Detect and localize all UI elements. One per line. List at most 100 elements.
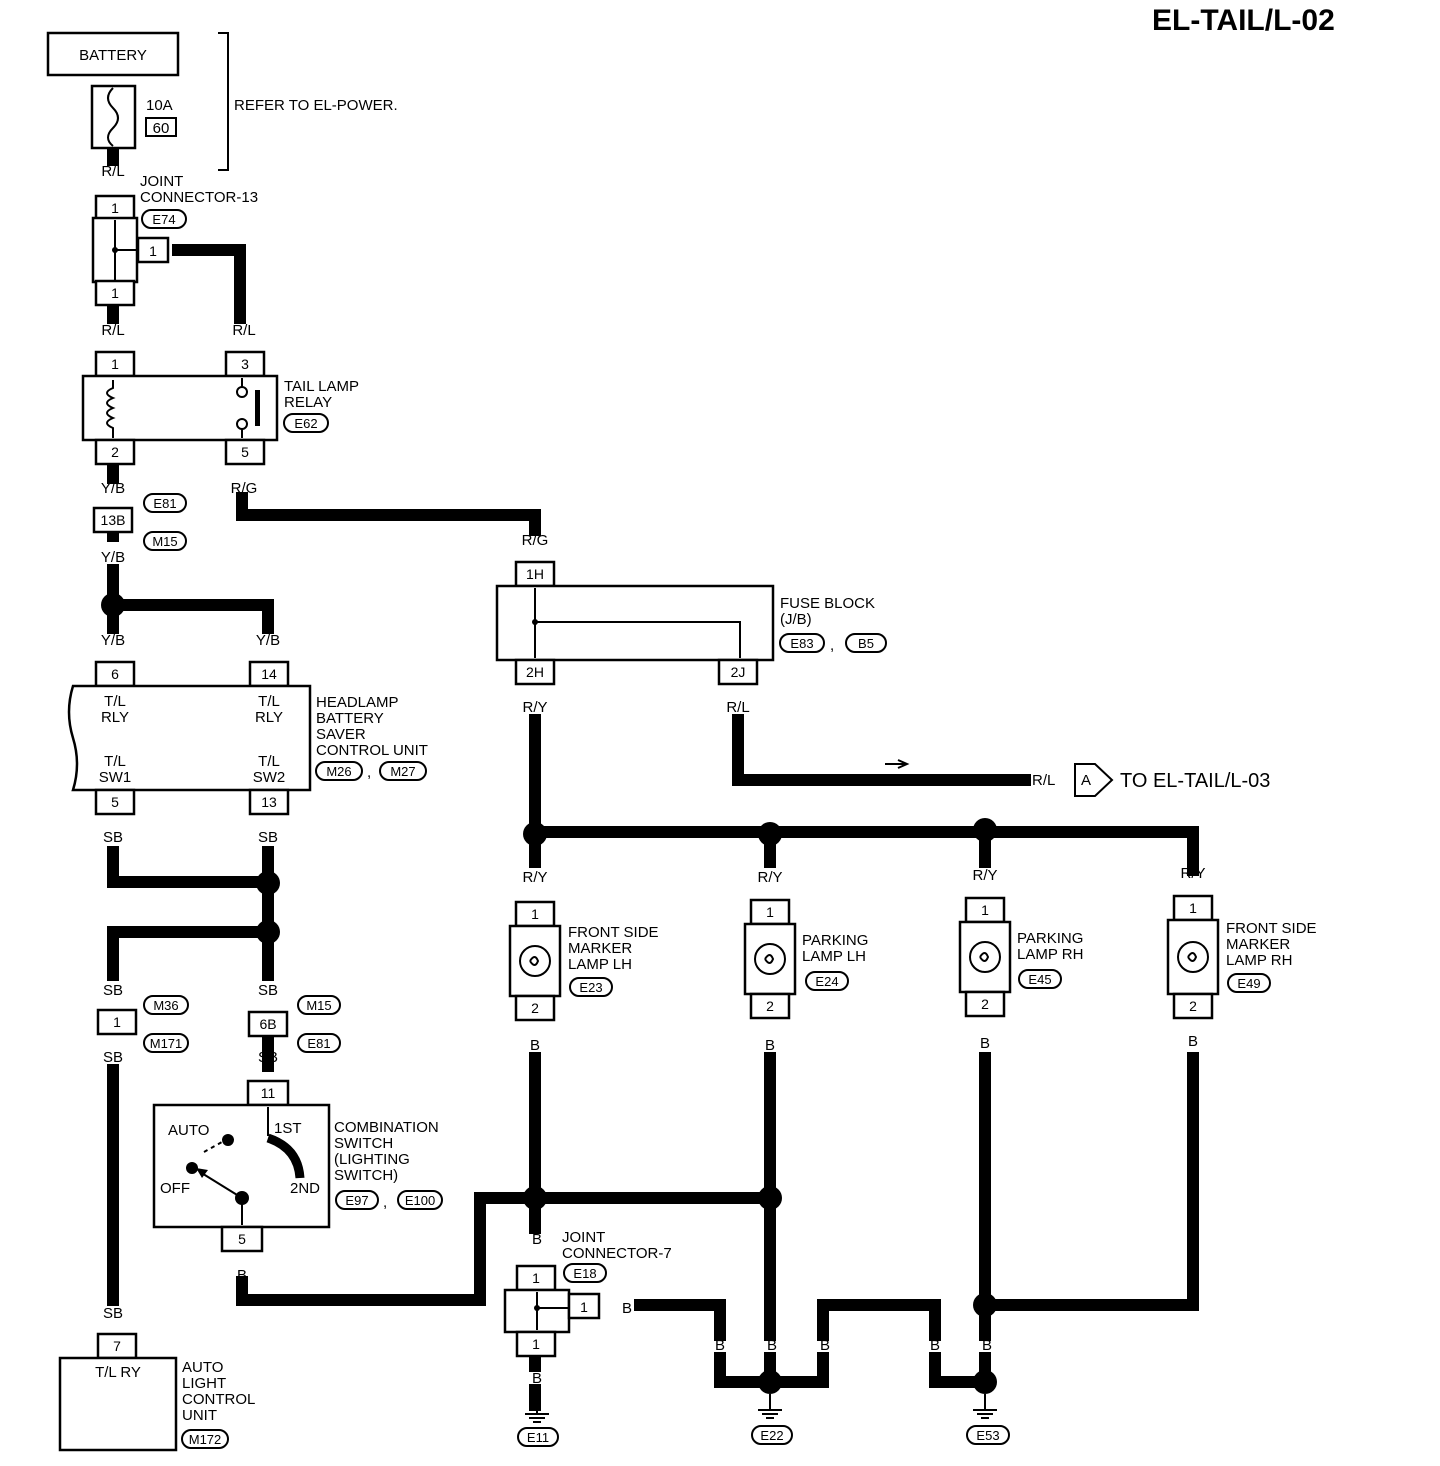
svg-text:AUTO: AUTO (168, 1122, 209, 1139)
svg-text:SB: SB (103, 982, 123, 999)
switch-arc (266, 1133, 305, 1179)
svg-text:2H: 2H (526, 664, 544, 680)
svg-text:2ND: 2ND (290, 1180, 320, 1197)
tail-lamp-relay: 1 3 2 5 TAIL LAMP RELAY E62 (81, 350, 359, 466)
arrow-right-icon (885, 759, 910, 769)
svg-text:TO EL-TAIL/L-03: TO EL-TAIL/L-03 (1120, 770, 1270, 792)
svg-text:R/L: R/L (101, 163, 124, 180)
svg-text:SB: SB (103, 1049, 123, 1066)
svg-text:FRONT SIDE: FRONT SIDE (1226, 920, 1317, 937)
inline-connector-m36: 1 M36 M171 (96, 995, 189, 1053)
svg-text:LAMP RH: LAMP RH (1017, 946, 1083, 963)
svg-text:R/Y: R/Y (522, 869, 547, 886)
svg-text:B: B (982, 1337, 992, 1354)
svg-text:CONTROL UNIT: CONTROL UNIT (316, 742, 428, 759)
svg-text:1: 1 (981, 902, 989, 918)
svg-text:7: 7 (113, 1338, 121, 1354)
svg-text:T/L: T/L (258, 693, 280, 710)
battery-section: BATTERY 10A 60 REFER TO EL-POWER. (46, 31, 398, 171)
svg-text:R/L: R/L (726, 699, 749, 716)
svg-text:(J/B): (J/B) (780, 611, 812, 628)
svg-text:R/L: R/L (101, 322, 124, 339)
svg-text:SWITCH: SWITCH (334, 1135, 393, 1152)
svg-text:UNIT: UNIT (182, 1407, 217, 1424)
svg-text:1: 1 (532, 1336, 540, 1352)
svg-text:SB: SB (258, 1049, 278, 1066)
lamp-parking-lh: 1 2 PARKING LAMP LH E24 (743, 898, 868, 1020)
svg-text:B: B (530, 1037, 540, 1054)
ground-e11: E11 (517, 1405, 559, 1447)
svg-text:B: B (1188, 1033, 1198, 1050)
svg-text:M27: M27 (390, 764, 415, 779)
lamp-parking-rh: 1 2 PARKING LAMP RH E45 (958, 896, 1083, 1018)
svg-text:R/Y: R/Y (522, 699, 547, 716)
splices (101, 593, 997, 1394)
svg-text:TAIL LAMP: TAIL LAMP (284, 378, 359, 395)
ground-e22: E22 (751, 1394, 793, 1445)
svg-text:Y/B: Y/B (101, 480, 125, 497)
svg-text:1H: 1H (526, 566, 544, 582)
svg-text:R/L: R/L (232, 322, 255, 339)
battery-label: BATTERY (79, 47, 147, 64)
svg-text:LIGHT: LIGHT (182, 1375, 226, 1392)
svg-text:COMBINATION: COMBINATION (334, 1119, 439, 1136)
svg-text:6B: 6B (259, 1016, 276, 1032)
svg-text:2J: 2J (731, 664, 746, 680)
svg-text:LAMP RH: LAMP RH (1226, 952, 1292, 969)
svg-text:R/L: R/L (1032, 772, 1055, 789)
svg-text:M15: M15 (306, 998, 331, 1013)
svg-text:1: 1 (531, 906, 539, 922)
svg-text:6: 6 (111, 666, 119, 682)
svg-text:T/L: T/L (104, 753, 126, 770)
svg-text:FUSE BLOCK: FUSE BLOCK (780, 595, 875, 612)
inline-connector-6b: 6B M15 E81 (247, 995, 341, 1053)
svg-text:M26: M26 (326, 764, 351, 779)
relay-coil-icon (106, 380, 116, 438)
bulb-icon (529, 956, 540, 966)
svg-text:E97: E97 (345, 1193, 368, 1208)
svg-text:B: B (715, 1337, 725, 1354)
svg-text:MARKER: MARKER (568, 940, 632, 957)
svg-text:E23: E23 (579, 980, 602, 995)
svg-text:SB: SB (103, 829, 123, 846)
svg-text:B: B (532, 1370, 542, 1387)
svg-text:E81: E81 (153, 496, 176, 511)
svg-text:E74: E74 (152, 212, 175, 227)
svg-text:FRONT SIDE: FRONT SIDE (568, 924, 659, 941)
svg-text:E24: E24 (815, 974, 838, 989)
svg-text:B: B (622, 1300, 632, 1317)
switch-arrow-icon (196, 1168, 208, 1178)
svg-text:1: 1 (111, 356, 119, 372)
svg-text:2: 2 (531, 1000, 539, 1016)
svg-text:E83: E83 (790, 636, 813, 651)
svg-text:E100: E100 (405, 1193, 435, 1208)
svg-text:A: A (1081, 772, 1091, 789)
inline-connector-13b: 13B E81 M15 (92, 493, 187, 551)
svg-text:14: 14 (261, 666, 277, 682)
svg-text:1: 1 (111, 200, 119, 216)
svg-text:E81: E81 (307, 1036, 330, 1051)
svg-text:B: B (980, 1035, 990, 1052)
lamp-front-side-marker-lh: 1 2 FRONT SIDE MARKER LAMP LH E23 (508, 900, 659, 1022)
combination-switch: 11 AUTO 1ST OFF 2ND 5 COMBINATION SWITCH… (152, 1079, 443, 1253)
svg-text:2: 2 (1189, 998, 1197, 1014)
svg-text:SW1: SW1 (99, 769, 132, 786)
svg-text:RLY: RLY (255, 709, 283, 726)
svg-text:1: 1 (111, 285, 119, 301)
auto-light-control-unit: 7 T/L RY AUTO LIGHT CONTROL UNIT M172 (58, 1332, 255, 1452)
svg-text:R/L: R/L (200, 242, 223, 259)
svg-text:T/L: T/L (104, 693, 126, 710)
svg-text:B: B (237, 1267, 247, 1284)
svg-text:RELAY: RELAY (284, 394, 332, 411)
svg-text:R/Y: R/Y (757, 869, 782, 886)
wire-labels: R/L R/L R/L R/L Y/B R/G Y/B R/G Y/B Y/B … (101, 163, 1206, 1387)
svg-text:5: 5 (241, 444, 249, 460)
svg-text:E53: E53 (976, 1428, 999, 1443)
svg-text:CONNECTOR-13: CONNECTOR-13 (140, 189, 258, 206)
svg-text:1: 1 (113, 1014, 121, 1030)
svg-text:,: , (367, 764, 371, 781)
svg-text:Y/B: Y/B (101, 549, 125, 566)
svg-text:SWITCH): SWITCH) (334, 1167, 398, 1184)
svg-text:BATTERY: BATTERY (316, 710, 384, 727)
svg-text:1: 1 (766, 904, 774, 920)
